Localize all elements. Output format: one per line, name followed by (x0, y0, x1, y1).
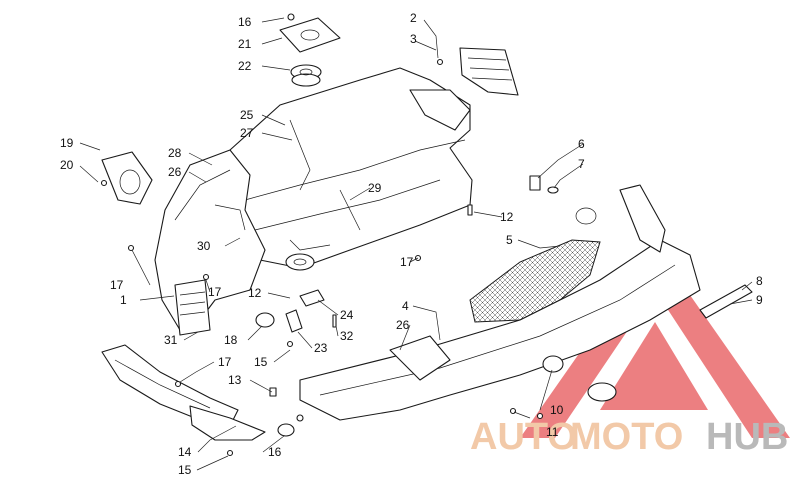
part-grommet (542, 355, 617, 402)
watermark-logo: AUTO MOTO HUB (470, 245, 790, 458)
callout-1: 1 (120, 293, 127, 307)
part-mesh-heat-shield (469, 239, 601, 323)
callout-26-upper: 26 (168, 165, 182, 179)
callout-13: 13 (228, 373, 242, 387)
part-left-side-panel (154, 149, 266, 336)
callout-22: 22 (238, 59, 252, 73)
callout-30: 30 (197, 239, 211, 253)
part-front-bumper (101, 344, 266, 441)
callout-6: 6 (578, 137, 585, 151)
callout-17-mid: 17 (208, 285, 222, 299)
callout-17-center: 17 (400, 255, 414, 269)
callout-17-left: 17 (110, 278, 124, 292)
callout-7: 7 (578, 157, 585, 171)
callout-16-lower: 16 (268, 445, 282, 459)
callout-12-mid: 12 (248, 286, 262, 300)
callout-17-lower: 17 (218, 355, 232, 369)
callout-4: 4 (402, 299, 409, 313)
callout-14: 14 (178, 445, 192, 459)
callout-labels: 16 21 22 2 3 25 27 19 20 28 26 29 6 7 12… (60, 11, 763, 477)
callout-31: 31 (164, 333, 178, 347)
watermark-word-moto: MOTO (570, 416, 683, 458)
callout-11: 11 (546, 425, 559, 439)
watermark-triangle-icon (520, 245, 790, 438)
callout-32: 32 (340, 329, 354, 343)
callout-15-mid: 15 (254, 355, 268, 369)
leader-lines (79, 17, 753, 471)
callout-27: 27 (240, 126, 254, 140)
callout-23: 23 (314, 341, 328, 355)
callout-8: 8 (756, 274, 763, 288)
callout-20: 20 (60, 158, 74, 172)
watermark-word-auto: AUTO (470, 416, 577, 458)
part-bolt-washer (529, 175, 597, 225)
callout-2: 2 (410, 11, 417, 25)
callout-16-top: 16 (238, 15, 252, 29)
callout-26-lower: 26 (396, 318, 410, 332)
part-boot (101, 151, 153, 205)
part-side-plate (699, 284, 753, 319)
callout-28: 28 (168, 146, 182, 160)
callout-3: 3 (410, 32, 417, 46)
callout-18: 18 (224, 333, 238, 347)
callout-9: 9 (756, 293, 763, 307)
part-small-brackets (255, 253, 325, 333)
callout-19: 19 (60, 136, 74, 150)
callout-25: 25 (240, 108, 254, 122)
watermark-word-hub: HUB (706, 416, 788, 458)
callout-12-right: 12 (500, 210, 514, 224)
part-lower-rail (299, 184, 701, 421)
callout-10: 10 (550, 403, 564, 417)
callout-29: 29 (368, 181, 382, 195)
part-right-vent (409, 47, 519, 131)
callout-15-lower: 15 (178, 463, 192, 477)
part-top-plate (279, 13, 341, 87)
callout-5: 5 (506, 233, 513, 247)
part-fasteners (100, 58, 544, 457)
callout-24: 24 (340, 308, 354, 322)
callout-21: 21 (238, 37, 252, 51)
